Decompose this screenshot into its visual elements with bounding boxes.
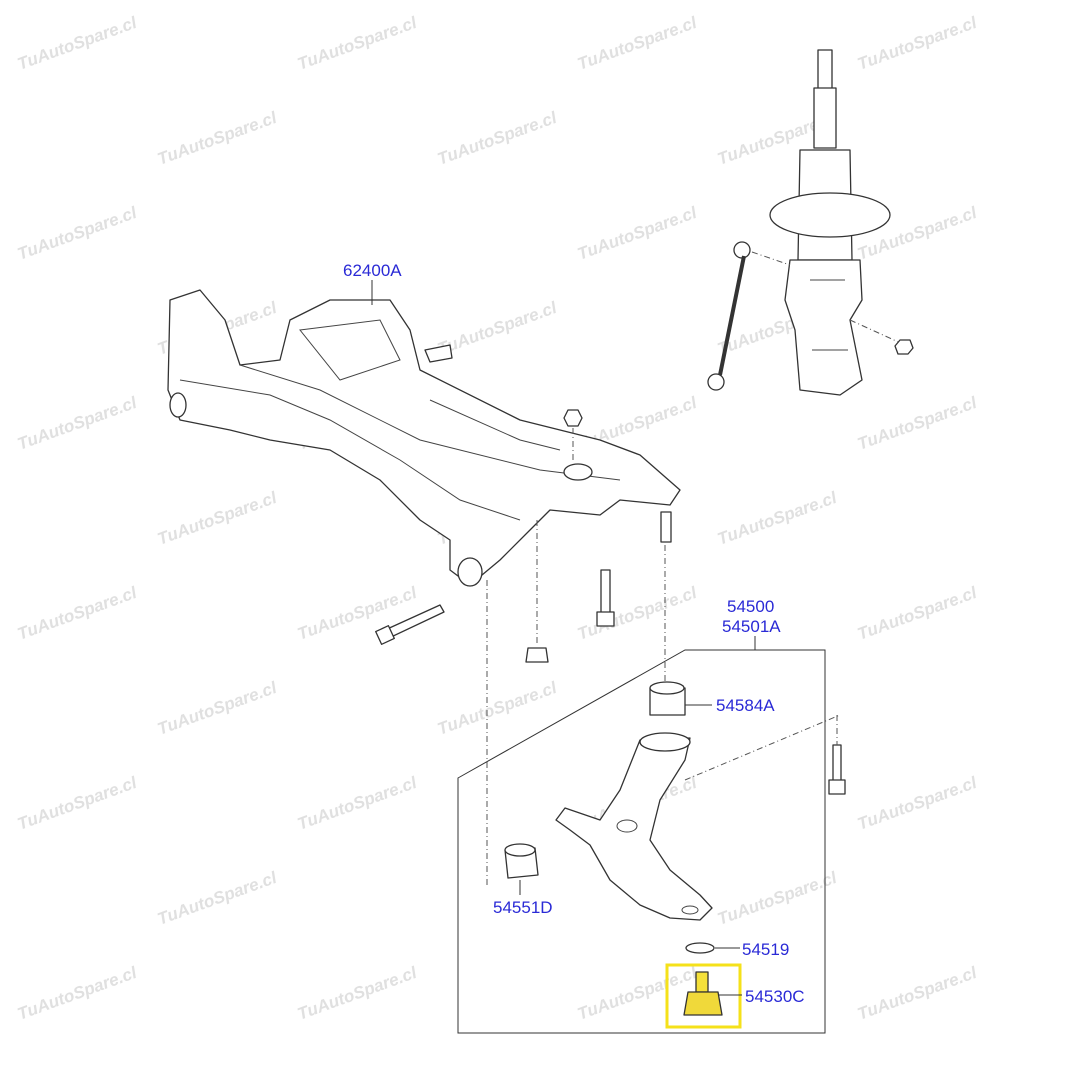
lower-control-arm[interactable] [555,732,713,921]
assembly-box [457,649,826,1034]
label-54519[interactable]: 54519 [742,940,789,959]
stabilizer-link[interactable] [707,241,914,391]
bolts [375,409,846,885]
label-54584A[interactable]: 54584A [716,696,775,715]
highlight-box [665,963,742,1029]
label-54530C[interactable]: 54530C [745,987,805,1006]
label-54551D[interactable]: 54551D [493,898,553,917]
snap-ring[interactable] [685,942,715,954]
subframe[interactable] [167,289,681,587]
label-62400A[interactable]: 62400A [343,261,402,280]
bushing-front[interactable] [504,843,539,879]
bushing-rear[interactable] [649,681,686,716]
label-54501A[interactable]: 54501A [722,617,781,636]
ball-joint[interactable] [683,971,723,1016]
strut-assembly[interactable] [769,49,891,396]
label-54500[interactable]: 54500 [727,597,774,616]
